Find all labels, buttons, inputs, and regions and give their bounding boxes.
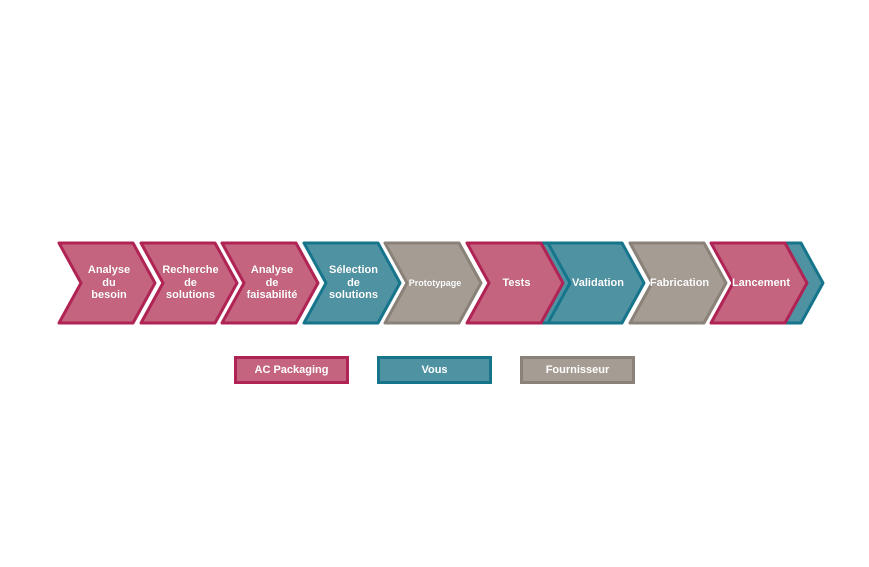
chevron-arrow-shape: [57, 241, 157, 325]
step-label: Sélection de solutions: [329, 263, 378, 302]
step-label: Prototypage: [408, 277, 462, 288]
process-step-3: Analyse de faisabilité: [220, 241, 336, 327]
legend-item-ac: AC Packaging: [234, 356, 349, 384]
process-step-5: Prototypage: [383, 241, 499, 327]
legend-item-vous: Vous: [377, 356, 492, 384]
step-label: Tests: [502, 276, 531, 289]
step-label: Analyse du besoin: [87, 263, 131, 302]
chevron-arrow-shape: [709, 241, 825, 325]
chevron-arrow-shape: [139, 241, 238, 325]
legend: AC Packaging Vous Fournisseur: [0, 356, 869, 384]
chevron-arrow-shape: [546, 241, 646, 325]
step-label: Analyse de faisabilité: [246, 263, 298, 302]
chevron-arrow-shape: [302, 241, 401, 325]
process-step-4: Sélection de solutions: [302, 241, 418, 327]
chevron-arrow-shape: [383, 241, 483, 325]
process-step-8: Fabrication: [628, 241, 744, 327]
step-label: Validation: [572, 276, 624, 289]
step-label: Lancement: [731, 276, 791, 289]
step-label: Recherche de solutions: [162, 263, 219, 302]
chevron-arrow-shape: [628, 241, 727, 325]
chevron-arrow-shape: [465, 241, 580, 325]
process-step-9: Lancement: [709, 241, 825, 327]
chevron-row: Analyse du besoin Recherche de solutions A…: [0, 241, 869, 327]
process-step-7: Validation: [546, 241, 662, 327]
process-step-6: Tests: [465, 241, 581, 327]
chevron-arrow-shape: [220, 241, 320, 325]
process-step-2: Recherche de solutions: [139, 241, 255, 327]
legend-item-fournisseur: Fournisseur: [520, 356, 635, 384]
process-step-1: Analyse du besoin: [57, 241, 173, 327]
step-label: Fabrication: [649, 276, 710, 289]
